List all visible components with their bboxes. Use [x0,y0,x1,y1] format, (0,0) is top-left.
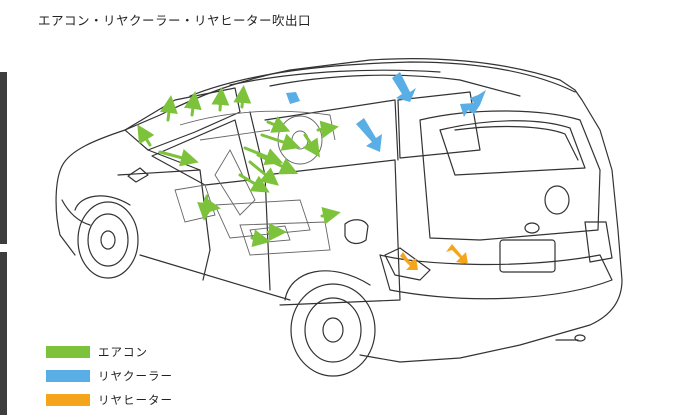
legend-swatch-green [46,346,90,358]
rear-cooler-airflow-arrows [286,72,486,152]
legend-label: リヤクーラー [98,369,173,383]
vehicle-outline [55,58,623,377]
legend-label: リヤヒーター [98,393,173,407]
rear-heater-airflow-arrows [400,244,468,270]
aircon-airflow-arrows [137,85,341,248]
legend-item-aircon: エアコン [46,344,148,360]
legend-label: エアコン [98,345,148,359]
legend-swatch-orange [46,394,90,406]
legend-swatch-blue [46,370,90,382]
adjacent-photo-strip [0,72,7,415]
legend-item-rear-heater: リヤヒーター [46,392,173,408]
legend-item-rear-cooler: リヤクーラー [46,368,173,384]
diagram-title: エアコン・リヤクーラー・リヤヒーター吹出口 [38,13,312,28]
